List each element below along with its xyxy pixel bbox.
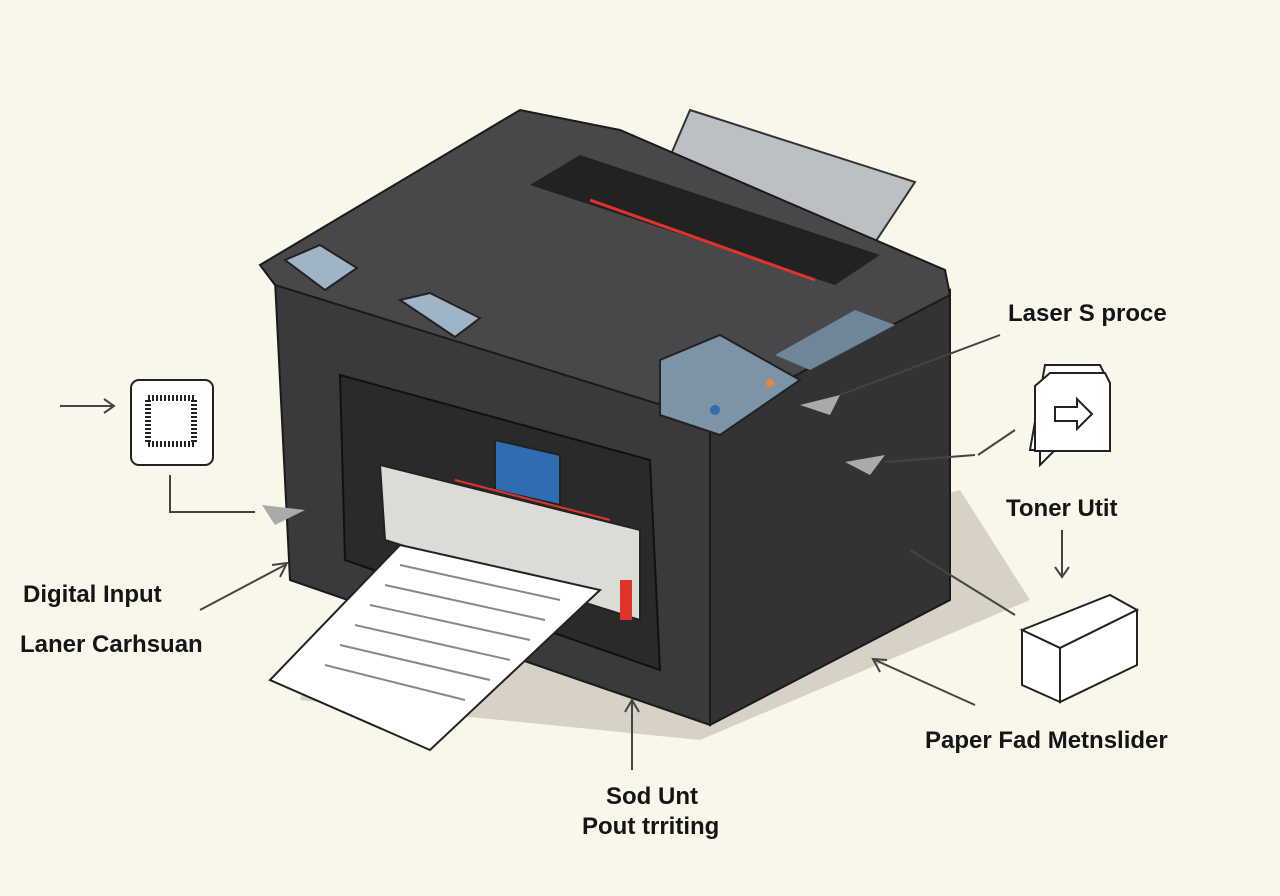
document-transfer-icon bbox=[1028, 364, 1111, 468]
pointer-arrow-side bbox=[845, 455, 885, 475]
pointer-arrow-left bbox=[262, 505, 305, 525]
leader-lines bbox=[60, 334, 1070, 770]
label-laner-carhsuan: Laner Carhsuan bbox=[20, 631, 203, 658]
display-screen-left bbox=[283, 243, 359, 292]
printer-top bbox=[258, 108, 952, 422]
dot-grid-icon bbox=[145, 395, 197, 447]
laser-beam bbox=[454, 479, 611, 521]
label-sod-unit: Sod Unt bbox=[606, 783, 698, 810]
paper-text-lines bbox=[324, 564, 561, 701]
label-toner-unit: Toner Utit bbox=[1006, 495, 1118, 522]
red-cartridge-tab bbox=[620, 580, 632, 620]
label-pout-writing: Pout trriting bbox=[582, 813, 720, 840]
blue-toner bbox=[494, 438, 561, 507]
toner-box-icon bbox=[1019, 593, 1140, 704]
pointer-arrow-laser bbox=[800, 395, 840, 415]
side-panel-screen bbox=[775, 310, 895, 370]
status-light-orange bbox=[766, 379, 774, 387]
label-digital-input: Digital Input bbox=[23, 581, 162, 608]
red-roller bbox=[589, 198, 816, 282]
label-paper-feed: Paper Fad Metnslider bbox=[925, 727, 1168, 754]
label-laser-process: Laser S proce bbox=[1008, 300, 1167, 327]
control-panel bbox=[659, 333, 802, 437]
toner-cartridge bbox=[378, 463, 641, 622]
digital-input-icon bbox=[130, 379, 214, 466]
output-slot bbox=[530, 155, 880, 285]
output-paper bbox=[268, 543, 603, 752]
display-screen-center bbox=[397, 291, 482, 339]
power-button bbox=[710, 405, 720, 415]
